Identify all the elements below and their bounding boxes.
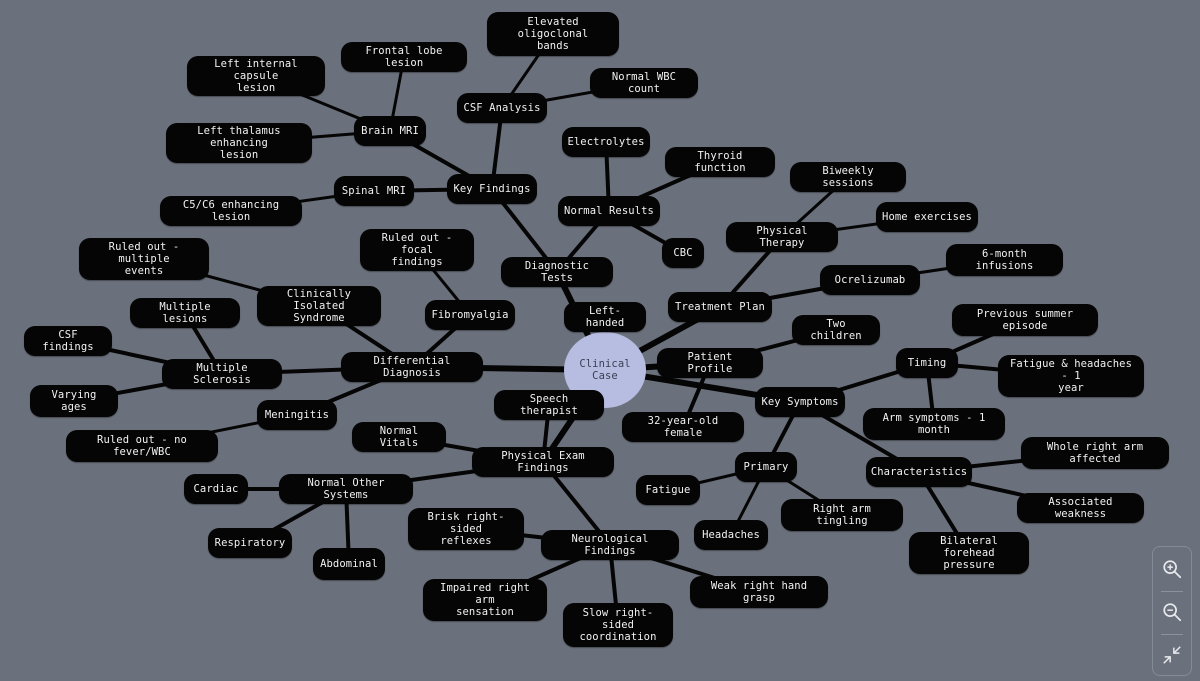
node-abdominal[interactable]: Abdominal bbox=[313, 548, 385, 580]
node-ms[interactable]: Multiple Sclerosis bbox=[162, 359, 282, 389]
zoom-in-button[interactable] bbox=[1153, 549, 1191, 589]
node-grasp[interactable]: Weak right hand grasp bbox=[690, 576, 828, 608]
node-chars[interactable]: Characteristics bbox=[866, 457, 972, 487]
node-sensation[interactable]: Impaired right arm sensation bbox=[423, 579, 547, 621]
node-speech[interactable]: Speech therapist bbox=[494, 390, 604, 420]
node-focal[interactable]: Ruled out - focal findings bbox=[360, 229, 474, 271]
zoom-controls bbox=[1152, 546, 1192, 676]
collapse-icon bbox=[1163, 646, 1181, 664]
node-vitals[interactable]: Normal Vitals bbox=[352, 422, 446, 452]
node-homeex[interactable]: Home exercises bbox=[876, 202, 978, 232]
node-oligo[interactable]: Elevated oligoclonal bands bbox=[487, 12, 619, 56]
controls-divider bbox=[1161, 591, 1183, 592]
node-cis[interactable]: Clinically Isolated Syndrome bbox=[257, 286, 381, 326]
node-resp[interactable]: Respiratory bbox=[208, 528, 292, 558]
node-coord[interactable]: Slow right-sided coordination bbox=[563, 603, 673, 647]
node-pef[interactable]: Physical Exam Findings bbox=[472, 447, 614, 477]
node-normres[interactable]: Normal Results bbox=[558, 196, 660, 226]
node-dx[interactable]: Diagnostic Tests bbox=[501, 257, 613, 287]
node-csf[interactable]: CSF Analysis bbox=[457, 93, 547, 123]
node-thalamus[interactable]: Left thalamus enhancing lesion bbox=[166, 123, 312, 163]
node-thyroid[interactable]: Thyroid function bbox=[665, 147, 775, 177]
node-kf[interactable]: Key Findings bbox=[447, 174, 537, 204]
node-csffind[interactable]: CSF findings bbox=[24, 326, 112, 356]
node-cbc[interactable]: CBC bbox=[662, 238, 704, 268]
node-twochildren[interactable]: Two children bbox=[792, 315, 880, 345]
node-forehead[interactable]: Bilateral forehead pressure bbox=[909, 532, 1029, 574]
node-brain[interactable]: Brain MRI bbox=[354, 116, 426, 146]
node-biweekly[interactable]: Biweekly sessions bbox=[790, 162, 906, 192]
node-ks[interactable]: Key Symptoms bbox=[755, 387, 845, 417]
fit-view-button[interactable] bbox=[1153, 635, 1191, 675]
node-fibro[interactable]: Fibromyalgia bbox=[425, 300, 515, 330]
node-wbc[interactable]: Normal WBC count bbox=[590, 68, 698, 98]
node-capsule[interactable]: Left internal capsule lesion bbox=[187, 56, 325, 96]
node-tingling[interactable]: Right arm tingling bbox=[781, 499, 903, 531]
node-primary[interactable]: Primary bbox=[735, 452, 797, 482]
node-lefthanded[interactable]: Left-handed bbox=[564, 302, 646, 332]
node-frontal[interactable]: Frontal lobe lesion bbox=[341, 42, 467, 72]
node-summer[interactable]: Previous summer episode bbox=[952, 304, 1098, 336]
node-c5c6[interactable]: C5/C6 enhancing lesion bbox=[160, 196, 302, 226]
node-nofever[interactable]: Ruled out - no fever/WBC bbox=[66, 430, 218, 462]
node-weakness[interactable]: Associated weakness bbox=[1017, 493, 1144, 523]
controls-divider bbox=[1161, 634, 1183, 635]
node-age[interactable]: 32-year-old female bbox=[622, 412, 744, 442]
node-headaches[interactable]: Headaches bbox=[694, 520, 768, 550]
node-dd[interactable]: Differential Diagnosis bbox=[341, 352, 483, 382]
node-timing[interactable]: Timing bbox=[896, 348, 958, 378]
node-spinal[interactable]: Spinal MRI bbox=[334, 176, 414, 206]
node-nos[interactable]: Normal Other Systems bbox=[279, 474, 413, 504]
zoom-out-icon bbox=[1163, 603, 1182, 622]
node-multievents[interactable]: Ruled out - multiple events bbox=[79, 238, 209, 280]
node-pp[interactable]: Patient Profile bbox=[657, 348, 763, 378]
node-arm1m[interactable]: Arm symptoms - 1 month bbox=[863, 408, 1005, 440]
node-varyingages[interactable]: Varying ages bbox=[30, 385, 118, 417]
node-electro[interactable]: Electrolytes bbox=[562, 127, 650, 157]
node-ocre[interactable]: Ocrelizumab bbox=[820, 265, 920, 295]
node-cardiac[interactable]: Cardiac bbox=[184, 474, 248, 504]
zoom-out-button[interactable] bbox=[1153, 592, 1191, 632]
node-fatigue1y[interactable]: Fatigue & headaches - 1 year bbox=[998, 355, 1144, 397]
node-multilesions[interactable]: Multiple lesions bbox=[130, 298, 240, 328]
zoom-in-icon bbox=[1163, 560, 1182, 579]
node-neuro[interactable]: Neurological Findings bbox=[541, 530, 679, 560]
node-reflexes[interactable]: Brisk right-sided reflexes bbox=[408, 508, 524, 550]
node-infusions[interactable]: 6-month infusions bbox=[946, 244, 1063, 276]
node-pt[interactable]: Physical Therapy bbox=[726, 222, 838, 252]
node-fatigue[interactable]: Fatigue bbox=[636, 475, 700, 505]
node-mening[interactable]: Meningitis bbox=[257, 400, 337, 430]
node-wholearm[interactable]: Whole right arm affected bbox=[1021, 437, 1169, 469]
node-tp[interactable]: Treatment Plan bbox=[668, 292, 772, 322]
